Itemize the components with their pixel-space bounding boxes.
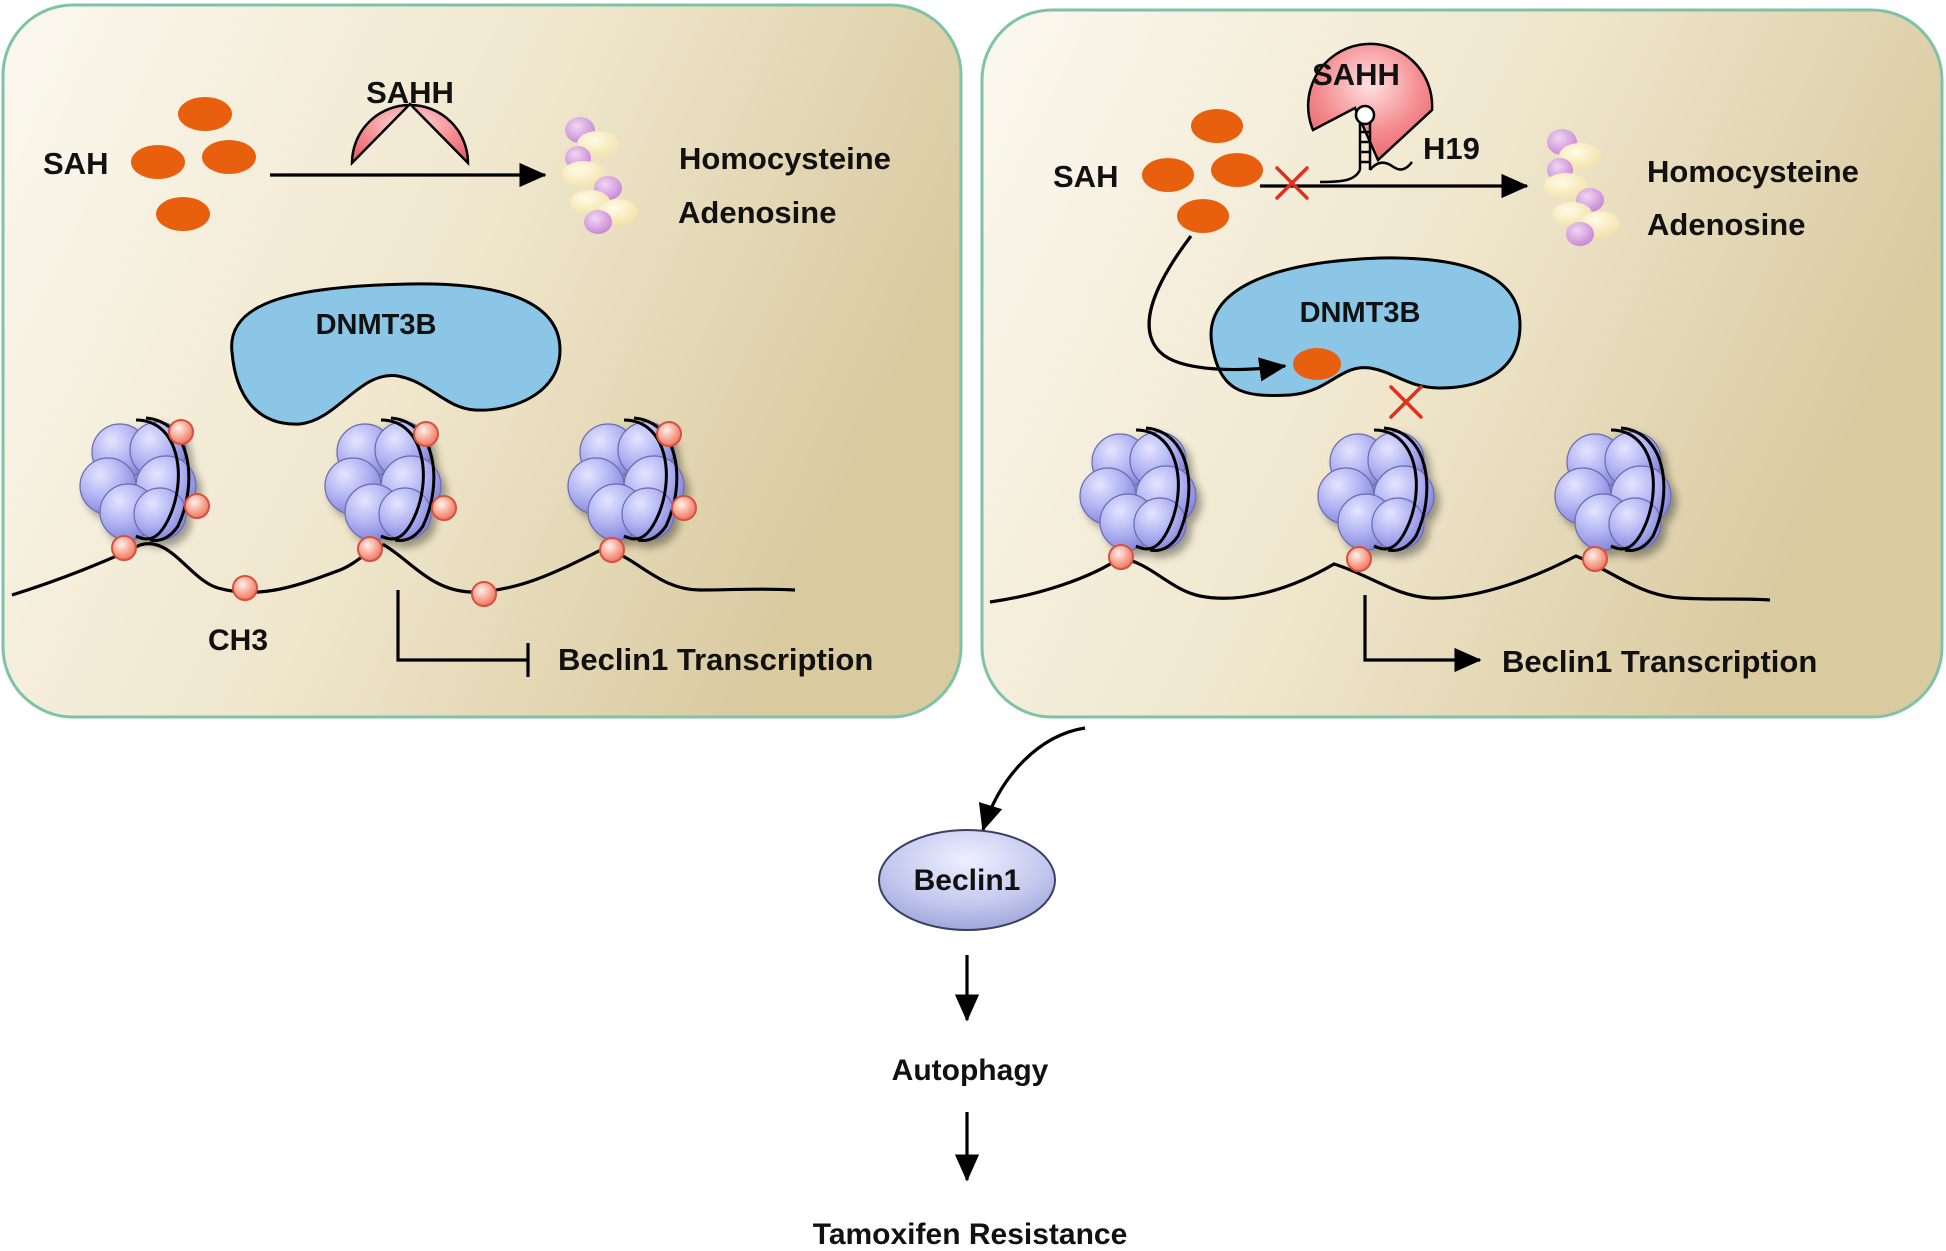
- reaction-blocked-x: [1275, 166, 1309, 200]
- autophagy-label: Autophagy: [892, 1054, 1049, 1087]
- sah-label: SAH: [43, 146, 108, 181]
- sahh-label: SAHH: [366, 75, 454, 110]
- sahh-enzyme-right: [1306, 42, 1434, 163]
- right-panel: SAHH H19 SAH Homocysteine Adenosine: [980, 8, 1944, 719]
- adenosine-label-right: Adenosine: [1647, 207, 1805, 242]
- sahh-enzyme: [350, 102, 470, 167]
- activation-arrow: [1363, 595, 1482, 673]
- dnmt3b-label-right: DNMT3B: [1300, 297, 1421, 329]
- repression-line: [396, 590, 528, 662]
- tamoxifen-resistance-label: Tamoxifen Resistance: [813, 1218, 1128, 1251]
- sah-binding-arrow: [1147, 235, 1287, 382]
- dnmt3b-enzyme-right: [1209, 256, 1522, 398]
- homocysteine-label-right: Homocysteine: [1647, 154, 1859, 189]
- methyl-marks-right: [1108, 544, 1608, 572]
- sahh-label-right: SAHH: [1312, 57, 1400, 92]
- left-transcription-label: Beclin1 Transcription: [558, 642, 873, 677]
- bound-sah: [1293, 348, 1341, 380]
- methyl-marks: [111, 419, 697, 607]
- dna-strand: [11, 541, 796, 597]
- binding-blocked-x: [1389, 385, 1423, 419]
- left-panel: SAH SAHH Homocysteine Adenosine DNMT3B: [1, 3, 963, 719]
- h19-rna: [1319, 104, 1413, 184]
- ch3-label: CH3: [208, 624, 268, 657]
- right-transcription-label: Beclin1 Transcription: [1502, 644, 1817, 679]
- sah-molecules: [131, 97, 256, 231]
- downstream-pathway: Beclin1 Autophagy Tamoxifen Resistance: [813, 726, 1128, 1251]
- h19-label: H19: [1423, 131, 1480, 166]
- dnmt3b-enzyme: [230, 282, 562, 426]
- sah-label-right: SAH: [1053, 159, 1118, 194]
- beclin1-label: Beclin1: [914, 864, 1021, 897]
- dnmt3b-label: DNMT3B: [316, 309, 437, 341]
- beclin1-protein: [878, 829, 1056, 931]
- adenosine-label: Adenosine: [678, 195, 836, 230]
- sah-molecules-right: [1142, 109, 1263, 233]
- panel-to-beclin-arrow: [978, 726, 1086, 832]
- homocysteine-label: Homocysteine: [679, 141, 891, 176]
